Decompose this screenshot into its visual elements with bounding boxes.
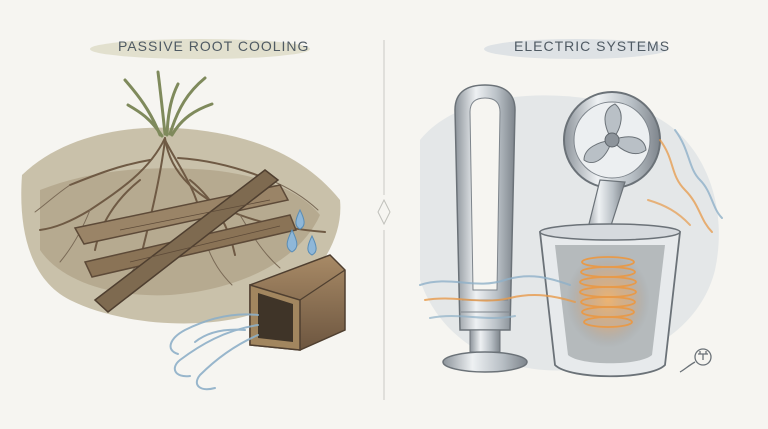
passive-cooling-title: PASSIVE ROOT COOLING bbox=[118, 38, 310, 54]
tower-fan-icon bbox=[442, 84, 528, 373]
log-icon bbox=[73, 169, 298, 313]
pot-icon bbox=[539, 223, 681, 378]
heating-coil-icon bbox=[579, 256, 637, 328]
panel-divider bbox=[377, 40, 391, 400]
left-title-wash bbox=[90, 39, 310, 59]
right-title-wash bbox=[484, 39, 668, 59]
air-flow-icon bbox=[169, 313, 259, 391]
power-plug-icon bbox=[679, 348, 712, 373]
desk-fan-icon bbox=[563, 91, 661, 245]
wooden-duct-icon bbox=[249, 254, 346, 351]
water-drop-icon bbox=[286, 208, 317, 256]
electric-air-flow-icon bbox=[419, 129, 723, 319]
electric-systems-title: ELECTRIC SYSTEMS bbox=[514, 38, 671, 54]
